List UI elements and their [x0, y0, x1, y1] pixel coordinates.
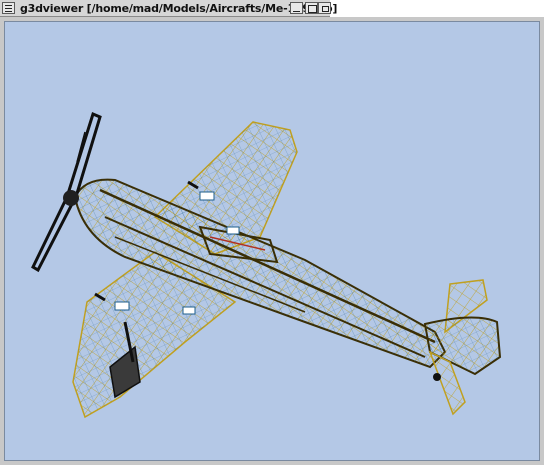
tail [423, 279, 502, 416]
close-icon[interactable] [318, 2, 331, 14]
propeller [31, 111, 102, 273]
cockpit [198, 225, 279, 264]
minimize-icon[interactable] [290, 2, 303, 14]
3d-viewport[interactable] [4, 21, 540, 461]
window-menu-icon[interactable] [2, 2, 15, 14]
window-title: g3dviewer [/home/mad/Models/Aircrafts/Me… [20, 2, 338, 15]
aircraft-wireframe-model [31, 111, 502, 419]
wing-fittings [94, 180, 240, 315]
title-bar-active[interactable]: g3dviewer [/home/mad/Models/Aircrafts/Me… [0, 0, 337, 17]
maximize-icon[interactable] [305, 2, 318, 14]
window-frame [0, 17, 544, 465]
fuselage [73, 178, 447, 369]
landing-gear [109, 321, 441, 399]
title-bar[interactable]: g3dviewer [/home/mad/Models/Aircrafts/Me… [0, 0, 544, 17]
